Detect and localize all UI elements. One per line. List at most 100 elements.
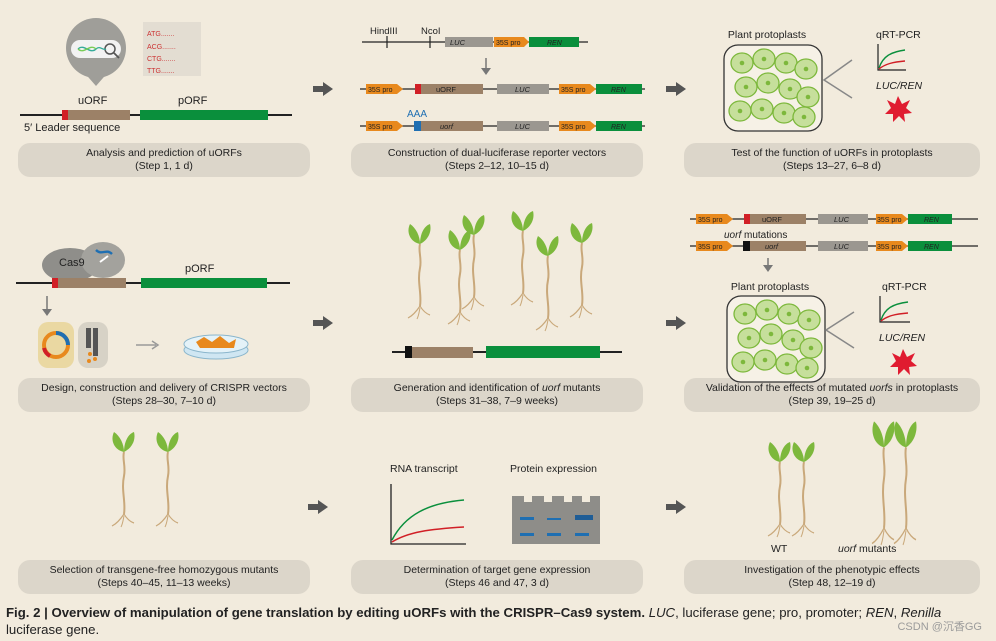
ren-label: REN <box>547 40 563 47</box>
panel-steps: (Steps 40–45, 11–13 weeks) <box>98 577 231 589</box>
panel-steps: (Steps 2–12, 10–15 d) <box>445 160 549 172</box>
protoplasts-label: Plant protoplasts <box>728 29 806 41</box>
ren-label: REN <box>924 217 940 224</box>
protein-expression-label: Protein expression <box>510 463 597 475</box>
western-blot-icon <box>512 496 600 544</box>
plasmid-icon <box>38 322 74 368</box>
cas9-complex-icon <box>42 242 125 282</box>
seedling-icon <box>791 441 816 538</box>
caption-renilla: Renilla <box>900 605 942 620</box>
dna-seq-4: TTG....... <box>147 68 175 75</box>
ren-label: REN <box>611 87 627 94</box>
panel-analysis-uorfs: Analysis and prediction of uORFs (Step 1… <box>18 18 310 177</box>
protoplast-cells <box>727 296 825 382</box>
uorf-mutants-label: uorf mutants <box>838 543 896 555</box>
uorf-label: uORF <box>78 95 108 107</box>
panel-expression: Determination of target gene expression … <box>351 463 643 594</box>
rna-curve-icon <box>390 484 466 545</box>
panel-phenotype: Investigation of the phenotypic effects … <box>684 420 980 594</box>
figure-caption: Fig. 2 | Overview of manipulation of gen… <box>6 604 994 638</box>
panel-validation: Validation of the effects of mutated uor… <box>684 214 980 412</box>
protoplast-cells <box>724 45 822 131</box>
step-arrow <box>666 316 686 330</box>
dna-seq-3: CTG....... <box>147 56 175 63</box>
step-arrow <box>313 316 333 330</box>
caption-title: Overview of manipulation of gene transla… <box>51 605 646 620</box>
promoter-label: 35S pro <box>561 124 586 131</box>
caption-luc: LUC <box>648 605 676 620</box>
dna-seq-2: ACG....... <box>147 44 176 51</box>
uorf-upper-label: uORF <box>762 215 782 224</box>
panel-title: Generation and identification of uorf mu… <box>394 382 601 394</box>
promoter-label: 35S pro <box>561 87 586 94</box>
panel-title: Determination of target gene expression <box>404 564 591 576</box>
uorf-lower-label: uorf <box>440 122 454 131</box>
step-arrow <box>313 82 333 96</box>
panel-steps: (Step 39, 19–25 d) <box>789 395 876 407</box>
luc-label: LUC <box>834 215 850 224</box>
seedling-icon <box>111 431 136 528</box>
panel-steps: (Steps 31–38, 7–9 weeks) <box>436 395 558 407</box>
dna-seq-1: ATG....... <box>147 31 175 38</box>
luc-label: LUC <box>834 242 850 251</box>
panel-steps: (Steps 46 and 47, 3 d) <box>445 577 549 589</box>
watermark: CSDN @沉香GG <box>897 621 982 633</box>
promoter-label: 35S pro <box>368 124 393 131</box>
panel-title: Test of the function of uORFs in protopl… <box>731 147 932 159</box>
promoter-label: 35S pro <box>698 217 723 224</box>
caption-text-1: , luciferase gene; pro, promoter; <box>675 605 866 620</box>
promoter-label: 35S pro <box>368 87 393 94</box>
step-arrow <box>666 82 686 96</box>
panel-test-function: Test of the function of uORFs in protopl… <box>684 29 980 177</box>
panel-steps: (Step 1, 1 d) <box>135 160 193 172</box>
aaa-label: AAA <box>407 109 427 120</box>
promoter-label: 35S pro <box>698 244 723 251</box>
panel-title: Validation of the effects of mutated uor… <box>706 382 958 394</box>
panel-title: Investigation of the phenotypic effects <box>744 564 920 576</box>
panel-crispr-design: Design, construction and delivery of CRI… <box>16 242 310 412</box>
luc-label: LUC <box>450 38 466 47</box>
panel-title: Analysis and prediction of uORFs <box>86 147 242 159</box>
ren-label: REN <box>611 124 627 131</box>
caption-ren: REN <box>865 605 894 620</box>
qrtpcr-label: qRT-PCR <box>882 281 927 293</box>
seedling-icon <box>447 229 472 326</box>
seedling-icon <box>569 222 594 319</box>
panel-construction-vectors: Construction of dual-luciferase reporter… <box>351 26 645 177</box>
panel-title: Selection of transgene-free homozygous m… <box>50 564 279 576</box>
qrtpcr-curve-icon <box>879 296 910 323</box>
protoplasts-label: Plant protoplasts <box>731 281 809 293</box>
panel-steps: (Steps 13–27, 6–8 d) <box>783 160 881 172</box>
seedling-icon <box>407 223 432 320</box>
uorf-mutations-label: uorf mutations <box>724 230 787 241</box>
step-arrow <box>308 500 328 514</box>
promoter-label: 35S pro <box>877 244 902 251</box>
seedling-icon <box>461 214 486 311</box>
step-arrow <box>666 500 686 514</box>
uorf-upper-label: uORF <box>436 85 456 94</box>
caption-fig-number: Fig. 2 | <box>6 605 52 620</box>
seedling-icon <box>767 441 792 538</box>
luc-ren-label: LUC/REN <box>876 80 923 92</box>
panel-title: Construction of dual-luciferase reporter… <box>388 147 606 159</box>
petri-dish-icon <box>183 334 249 360</box>
caption-text-2: , <box>893 605 898 620</box>
wt-label: WT <box>771 543 788 555</box>
luc-label: LUC <box>515 85 531 94</box>
luc-label: LUC <box>515 122 531 131</box>
ren-label: REN <box>924 244 940 251</box>
agrobacterium-icon <box>78 322 108 368</box>
panel-selection: Selection of transgene-free homozygous m… <box>18 431 310 594</box>
luminescence-icon <box>885 96 912 122</box>
seedling-icon <box>155 431 180 528</box>
seedling-icon <box>510 210 535 307</box>
ncoi-label: NcoI <box>421 26 441 37</box>
luminescence-icon <box>890 349 917 375</box>
seedling-icon <box>892 420 918 547</box>
luc-ren-label: LUC/REN <box>879 332 926 344</box>
hindiii-label: HindIII <box>370 26 397 37</box>
caption-text-3: luciferase gene. <box>6 622 100 637</box>
rna-transcript-label: RNA transcript <box>390 463 458 475</box>
panel-title: Design, construction and delivery of CRI… <box>41 382 287 394</box>
